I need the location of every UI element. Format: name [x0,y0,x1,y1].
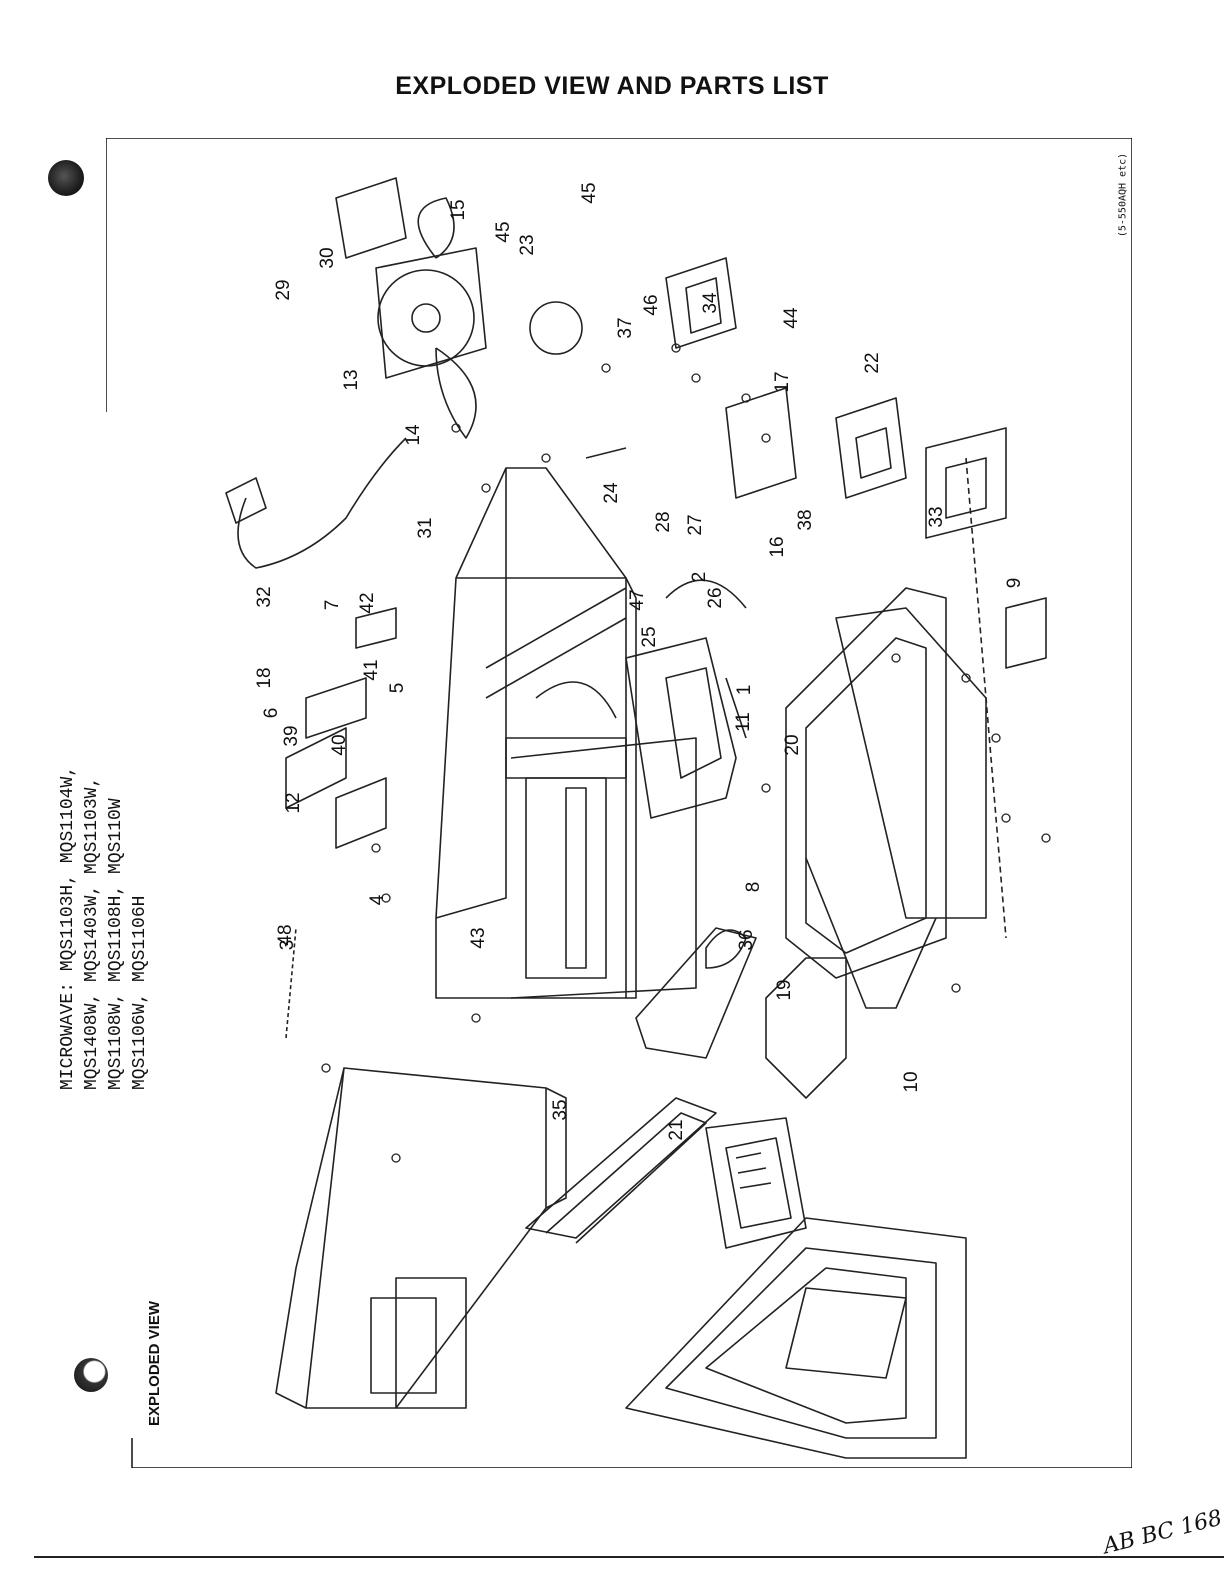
brand-logo-bottom [74,1358,108,1392]
callout-part-34: 34 [700,292,721,314]
callout-part-16: 16 [767,536,788,558]
cavity-chassis-drawing [435,467,697,999]
callout-part-39: 39 [281,725,302,747]
callout-part-22: 22 [862,352,883,374]
callout-part-31: 31 [415,517,436,539]
callout-part-8: 8 [743,881,764,893]
callout-part-19: 19 [774,979,795,1001]
page-title: EXPLODED VIEW AND PARTS LIST [395,72,829,100]
callout-part-41: 41 [361,659,382,681]
callout-part-42: 42 [357,592,378,614]
callout-part-44: 44 [781,307,802,329]
callout-part-21: 21 [666,1119,687,1141]
callout-part-35: 35 [550,1099,571,1121]
callout-part-20: 20 [782,734,803,756]
callout-part-33: 33 [926,506,947,528]
callout-part-43: 43 [468,927,489,949]
callout-part-26: 26 [705,587,726,609]
callout-part-11: 11 [733,712,754,732]
callout-part-30: 30 [317,247,338,269]
callout-part-32: 32 [254,586,275,608]
diagram-frame [106,138,1132,1468]
screws-drawing [321,343,1051,1163]
callout-part-15: 15 [448,199,469,221]
door-drawing [525,1097,967,1459]
callout-part-2: 2 [689,571,710,583]
outer-cabinet-drawing [275,1067,567,1409]
callout-part-14: 14 [403,424,424,446]
callout-part-9: 9 [1004,577,1025,589]
callout-part-1: 1 [734,684,755,696]
electrical-components-drawing [665,257,1007,539]
callout-part-4: 4 [367,894,388,906]
callout-part-12: 12 [283,792,304,814]
callout-part-24: 24 [601,482,622,504]
control-board-drawing [705,1117,807,1249]
callout-part-36: 36 [736,929,757,951]
callout-part-27: 27 [685,514,706,536]
model-line: MQS1408W, MQS1403W, MQS1103W, [82,776,102,1090]
callout-part-48: 48 [275,924,296,946]
callout-part-38: 38 [795,509,816,531]
control-panel-drawing [625,637,747,819]
callout-part-17: 17 [772,371,793,393]
misc-parts-drawing [285,447,1047,1379]
callout-part-47: 47 [627,589,648,611]
callout-part-45-b: 45 [579,182,600,204]
bottom-rule [34,1556,1224,1558]
power-cord-drawing [225,437,407,569]
callout-part-5: 5 [387,682,408,694]
callout-part-23: 23 [517,234,538,256]
callout-part-10: 10 [901,1071,922,1093]
callout-part-7: 7 [322,599,343,611]
callout-part-13: 13 [341,369,362,391]
callout-part-25: 25 [639,626,660,648]
callout-part-46: 46 [641,294,662,316]
base-plate-drawing [765,587,987,1099]
callout-part-28: 28 [653,511,674,533]
brand-logo-top [48,160,84,196]
handwritten-note: AB BC 168 [1100,1505,1224,1560]
frame-border [106,138,1132,1468]
model-line: MICROWAVE: MQS1103H, MQS1104W, [58,765,78,1090]
callout-part-6: 6 [261,707,282,719]
callout-part-40: 40 [329,734,350,756]
callout-part-37: 37 [615,317,636,339]
fan-assembly-drawing [335,177,583,439]
callout-part-18: 18 [254,667,275,689]
callout-part-45-a: 45 [493,221,514,243]
exploded-view-drawing [225,177,1051,1459]
callout-part-29: 29 [273,279,294,301]
